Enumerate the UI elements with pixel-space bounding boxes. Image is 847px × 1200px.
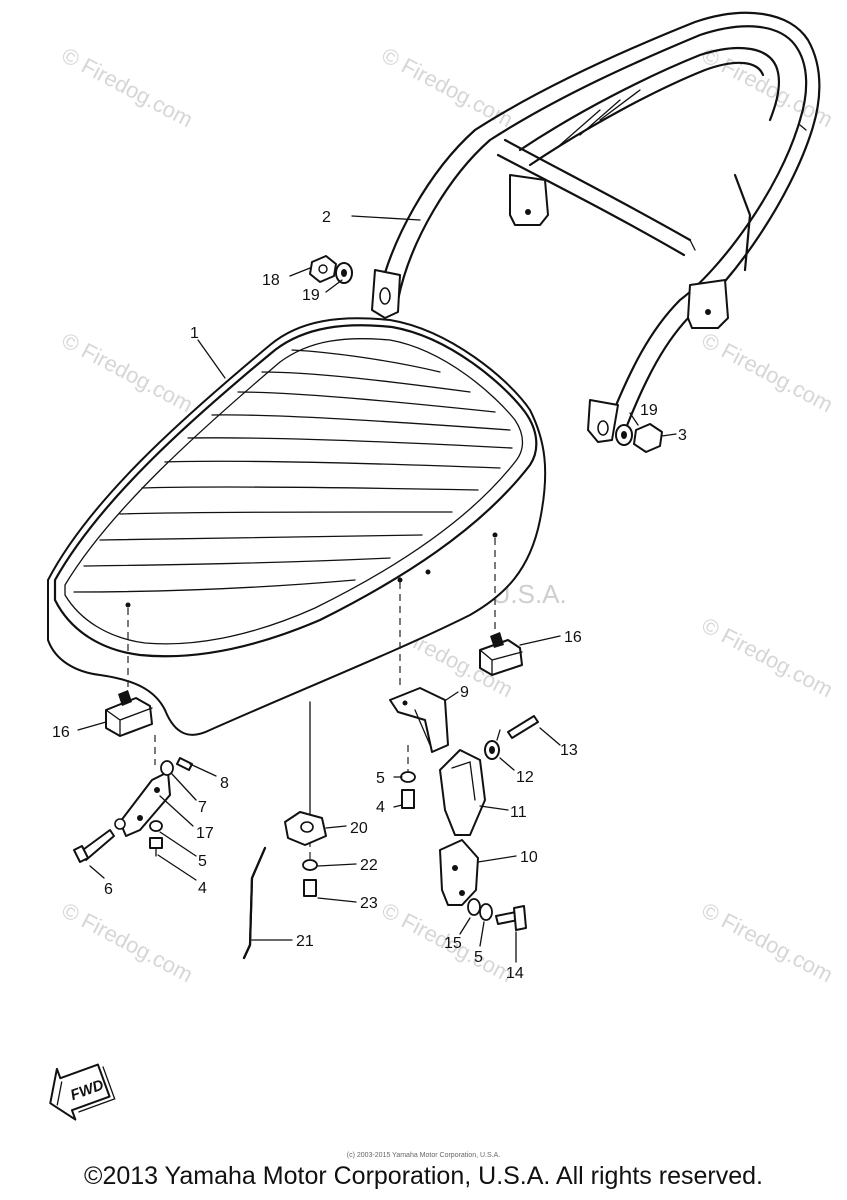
callout-20: 20: [350, 820, 368, 837]
bracket-17: [119, 771, 171, 837]
seat: [47, 317, 547, 736]
latch-11: [439, 749, 486, 836]
watermark: © Firedog.com: [698, 327, 837, 417]
watermark: © Firedog.com: [698, 897, 837, 987]
callout-12: 12: [516, 769, 534, 786]
callout-3: 3: [678, 427, 687, 444]
callout-4: 4: [376, 799, 385, 816]
callout-18: 18: [262, 272, 280, 289]
callout-2: 2: [322, 209, 331, 226]
small-copyright: (c) 2003-2015 Yamaha Motor Corporation, …: [346, 1152, 501, 1159]
watermark: © Firedog.com: [58, 327, 197, 417]
callout-19: 19: [640, 402, 658, 419]
callout-11: 11: [510, 804, 527, 821]
cable-21: [242, 846, 267, 960]
watermark: © Firedog.com: [58, 42, 197, 132]
callout-15: 15: [444, 935, 462, 952]
washer-22: [302, 859, 318, 871]
washer-5-left: [149, 820, 163, 832]
callout-5: 5: [474, 949, 483, 966]
bolt-4-left: [149, 837, 163, 857]
screw-8: [176, 757, 193, 771]
callout-9: 9: [460, 684, 469, 701]
callout-10: 10: [520, 849, 538, 866]
callout-8: 8: [220, 775, 229, 792]
washer-5-right: [479, 903, 493, 921]
callout-5: 5: [376, 770, 385, 787]
callout-5: 5: [198, 853, 207, 870]
nut-3: [633, 423, 663, 453]
callout-22: 22: [360, 857, 378, 874]
washer-5-center: [400, 771, 416, 783]
bracket-9: [389, 687, 449, 753]
screw-23: [303, 879, 317, 897]
washer-19-right: [615, 424, 633, 446]
grab-rail: [371, 11, 821, 443]
callout-4: 4: [198, 880, 207, 897]
leader-lines: [77, 215, 677, 963]
watermark: © Firedog.com: [378, 42, 517, 132]
callout-1: 1: [190, 325, 199, 342]
bracket-10: [439, 839, 479, 906]
washer-7: [160, 760, 174, 776]
footer-copyright: ©2013 Yamaha Motor Corporation, U.S.A. A…: [84, 1162, 763, 1190]
damper-16-left: [105, 690, 153, 737]
plate-20: [284, 811, 327, 846]
bolt-14: [495, 905, 527, 931]
washer-15: [467, 898, 481, 916]
callout-17: 17: [196, 825, 214, 842]
spring-12: [484, 729, 501, 760]
fwd-arrow: FWD: [49, 1063, 116, 1121]
callout-21: 21: [296, 933, 314, 950]
callout-16: 16: [52, 724, 70, 741]
callout-19: 19: [302, 287, 320, 304]
callout-14: 14: [506, 965, 524, 982]
watermark: © Firedog.com: [58, 897, 197, 987]
callouts: 1 2 18 19 19 3 16 16 8 7 17 5 4 6 9 5 4 …: [52, 209, 687, 982]
bolt-4-center: [401, 789, 415, 809]
damper-16-right: [479, 632, 523, 676]
bolt-6: [73, 818, 126, 863]
washer-19-left: [335, 262, 353, 284]
nut-18: [309, 255, 337, 283]
pin-13: [507, 715, 539, 739]
callout-13: 13: [560, 742, 578, 759]
callout-6: 6: [104, 881, 113, 898]
callout-16: 16: [564, 629, 582, 646]
callout-7: 7: [198, 799, 207, 816]
watermark: © Firedog.com: [698, 612, 837, 702]
callout-23: 23: [360, 895, 378, 912]
